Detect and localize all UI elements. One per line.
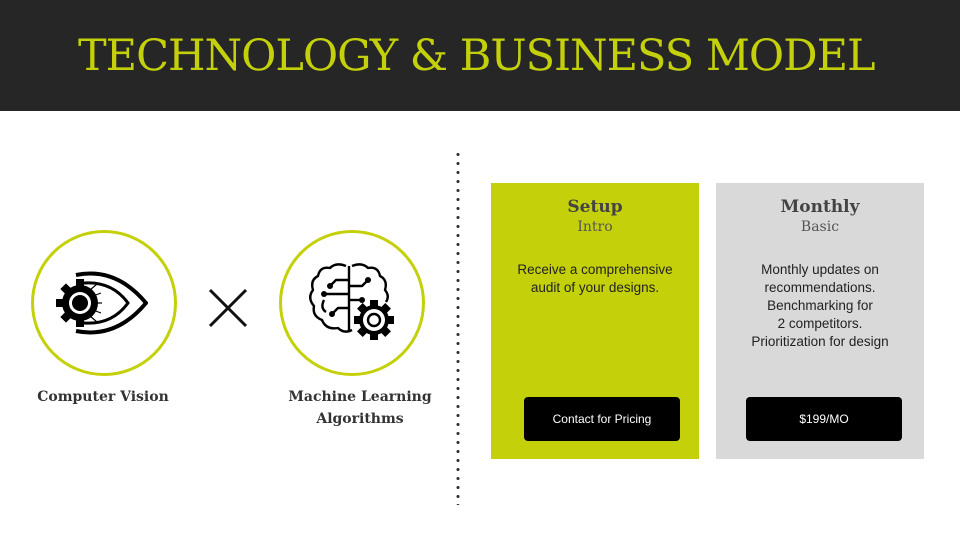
page-title: TECHNOLOGY & BUSINESS MODEL xyxy=(78,31,876,81)
contact-for-pricing-button[interactable]: Contact for Pricing xyxy=(524,397,680,441)
plan-subtitle: Basic xyxy=(800,219,840,235)
header-bar: TECHNOLOGY & BUSINESS MODEL xyxy=(0,0,960,111)
plan-subtitle: Intro xyxy=(577,219,613,235)
plan-description: Receive a comprehensive audit of your de… xyxy=(517,262,673,295)
multiply-icon xyxy=(208,288,248,328)
plan-title: Monthly xyxy=(780,197,860,217)
computer-vision-badge xyxy=(31,230,177,376)
dotted-divider xyxy=(456,150,460,505)
plan-card-setup: Setup Intro Receive a comprehensive audi… xyxy=(491,183,699,459)
brain-gear-icon xyxy=(309,263,394,340)
plan-title: Setup xyxy=(567,197,623,217)
computer-vision-label: Computer Vision xyxy=(37,389,169,405)
machine-learning-badge xyxy=(279,230,425,376)
plan-description: Monthly updates on recommendations. Benc… xyxy=(751,262,889,349)
eye-gear-icon xyxy=(56,271,148,335)
plan-card-monthly: Monthly Basic Monthly updates on recomme… xyxy=(716,183,924,459)
machine-learning-label: Machine Learning Algorithms xyxy=(288,389,432,427)
price-button[interactable]: $199/MO xyxy=(746,397,902,441)
